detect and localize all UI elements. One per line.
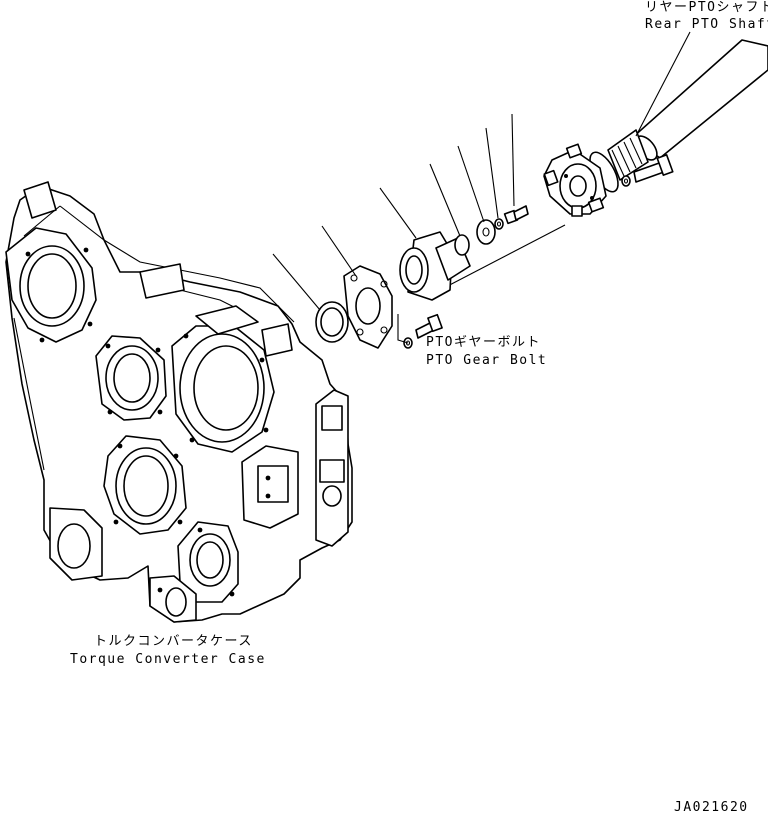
rear-bolt <box>621 154 674 187</box>
flange-housing <box>399 224 566 301</box>
pto-gear-bolt <box>397 313 443 349</box>
pto-gear-bolt-label-jp: PTOギヤーボルト <box>426 335 541 350</box>
oil-seal-ring <box>315 301 349 343</box>
rear-pto-shaft <box>589 39 768 193</box>
small-bolt <box>503 205 529 225</box>
gasket <box>343 265 393 349</box>
leader-lines <box>272 31 691 311</box>
small-washer <box>494 218 504 230</box>
torque-converter-case-label-en: Torque Converter Case <box>70 652 266 667</box>
rear-pto-shaft-label-en: Rear PTO Shaft <box>645 17 768 32</box>
rear-pto-shaft-label-jp: リヤーPTOシャフト <box>645 0 768 15</box>
drawing-number: JA021620 <box>674 800 749 815</box>
universal-joint-yoke <box>543 143 607 217</box>
torque-converter-case-label-jp: トルクコンバータケース <box>94 634 253 649</box>
pto-gear-bolt-label-en: PTO Gear Bolt <box>426 353 548 368</box>
o-ring <box>454 234 470 256</box>
seal-washer <box>476 219 496 245</box>
torque-converter-case <box>5 181 353 623</box>
shaft-spline-teeth <box>611 137 643 177</box>
